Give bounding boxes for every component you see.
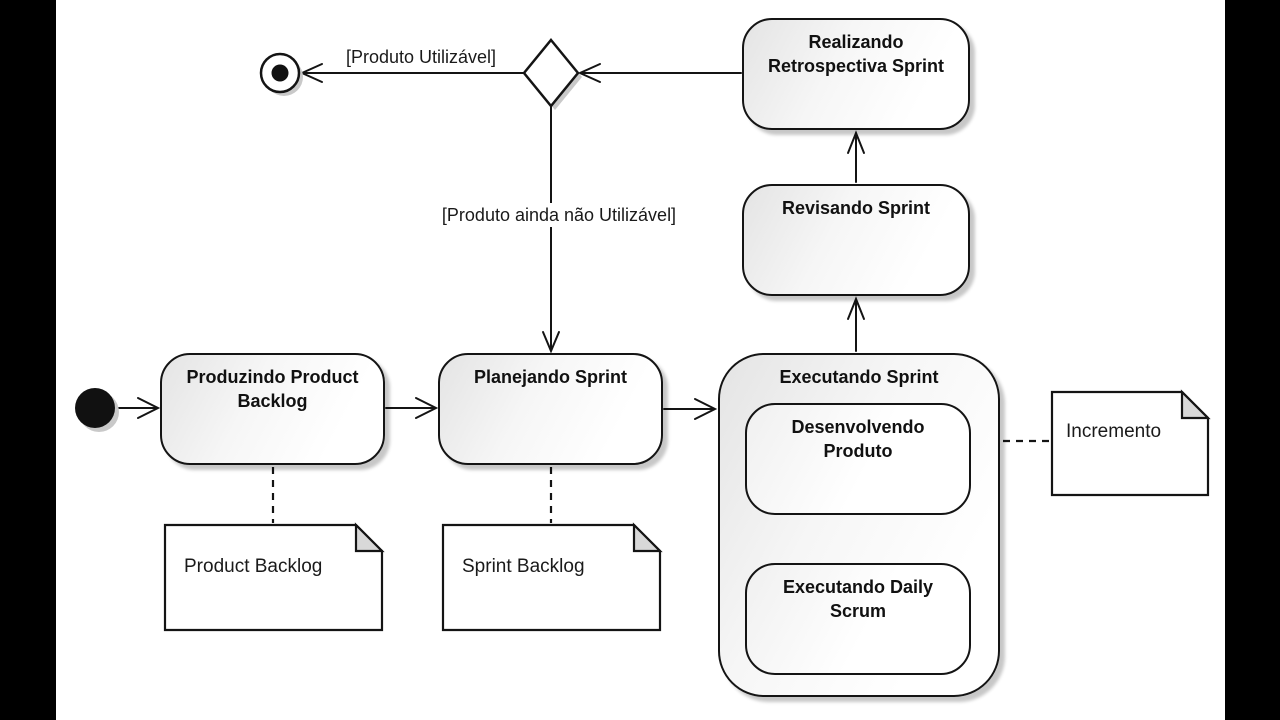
note-incremento-text: Incremento (1066, 421, 1162, 442)
transition-initial-to-produzindo (115, 397, 161, 419)
state-executando-daily-scrum: Executando Daily Scrum (745, 563, 971, 675)
transition-produzindo-to-planejando (385, 397, 439, 419)
note-product-backlog-shape (163, 522, 385, 632)
pillarbox-right (1225, 0, 1280, 720)
transition-realizando-to-diamond (577, 63, 742, 83)
note-product-backlog-text: Product Backlog (184, 556, 323, 577)
state-label: Revisando Sprint (781, 198, 931, 218)
transition-revisando-to-realizando (847, 130, 865, 183)
state-revisando-sprint: Revisando Sprint (742, 184, 970, 296)
guard-produto-nao-utilizavel: [Produto ainda não Utilizável] (436, 203, 682, 227)
transition-planejando-to-executando (663, 398, 718, 420)
state-label: Desenvolvendo Produto (791, 417, 925, 461)
state-label: Executando Sprint (779, 367, 939, 387)
state-planejando-sprint: Planejando Sprint (438, 353, 663, 465)
transition-diamond-to-planejando (542, 105, 560, 354)
state-label: Planejando Sprint (473, 367, 628, 387)
state-label: Produzindo Product Backlog (186, 367, 359, 411)
final-state-node (259, 52, 303, 96)
guard-produto-utilizavel: [Produto Utilizável] (345, 47, 497, 67)
decision-diamond (522, 38, 582, 110)
state-produzindo-product-backlog: Produzindo Product Backlog (160, 353, 385, 465)
initial-state-node (75, 388, 119, 432)
state-desenvolvendo-produto: Desenvolvendo Produto (745, 403, 971, 515)
state-realizando-retrospectiva: Realizando Retrospectiva Sprint (742, 18, 970, 130)
note-incremento-shape (1050, 389, 1211, 497)
state-label: Realizando Retrospectiva Sprint (767, 32, 945, 76)
transition-executando-to-revisando (847, 296, 865, 352)
state-label: Executando Daily Scrum (782, 577, 934, 621)
note-sprint-backlog-shape (441, 522, 663, 632)
pillarbox-left (0, 0, 56, 720)
note-sprint-backlog-text: Sprint Backlog (462, 556, 585, 577)
